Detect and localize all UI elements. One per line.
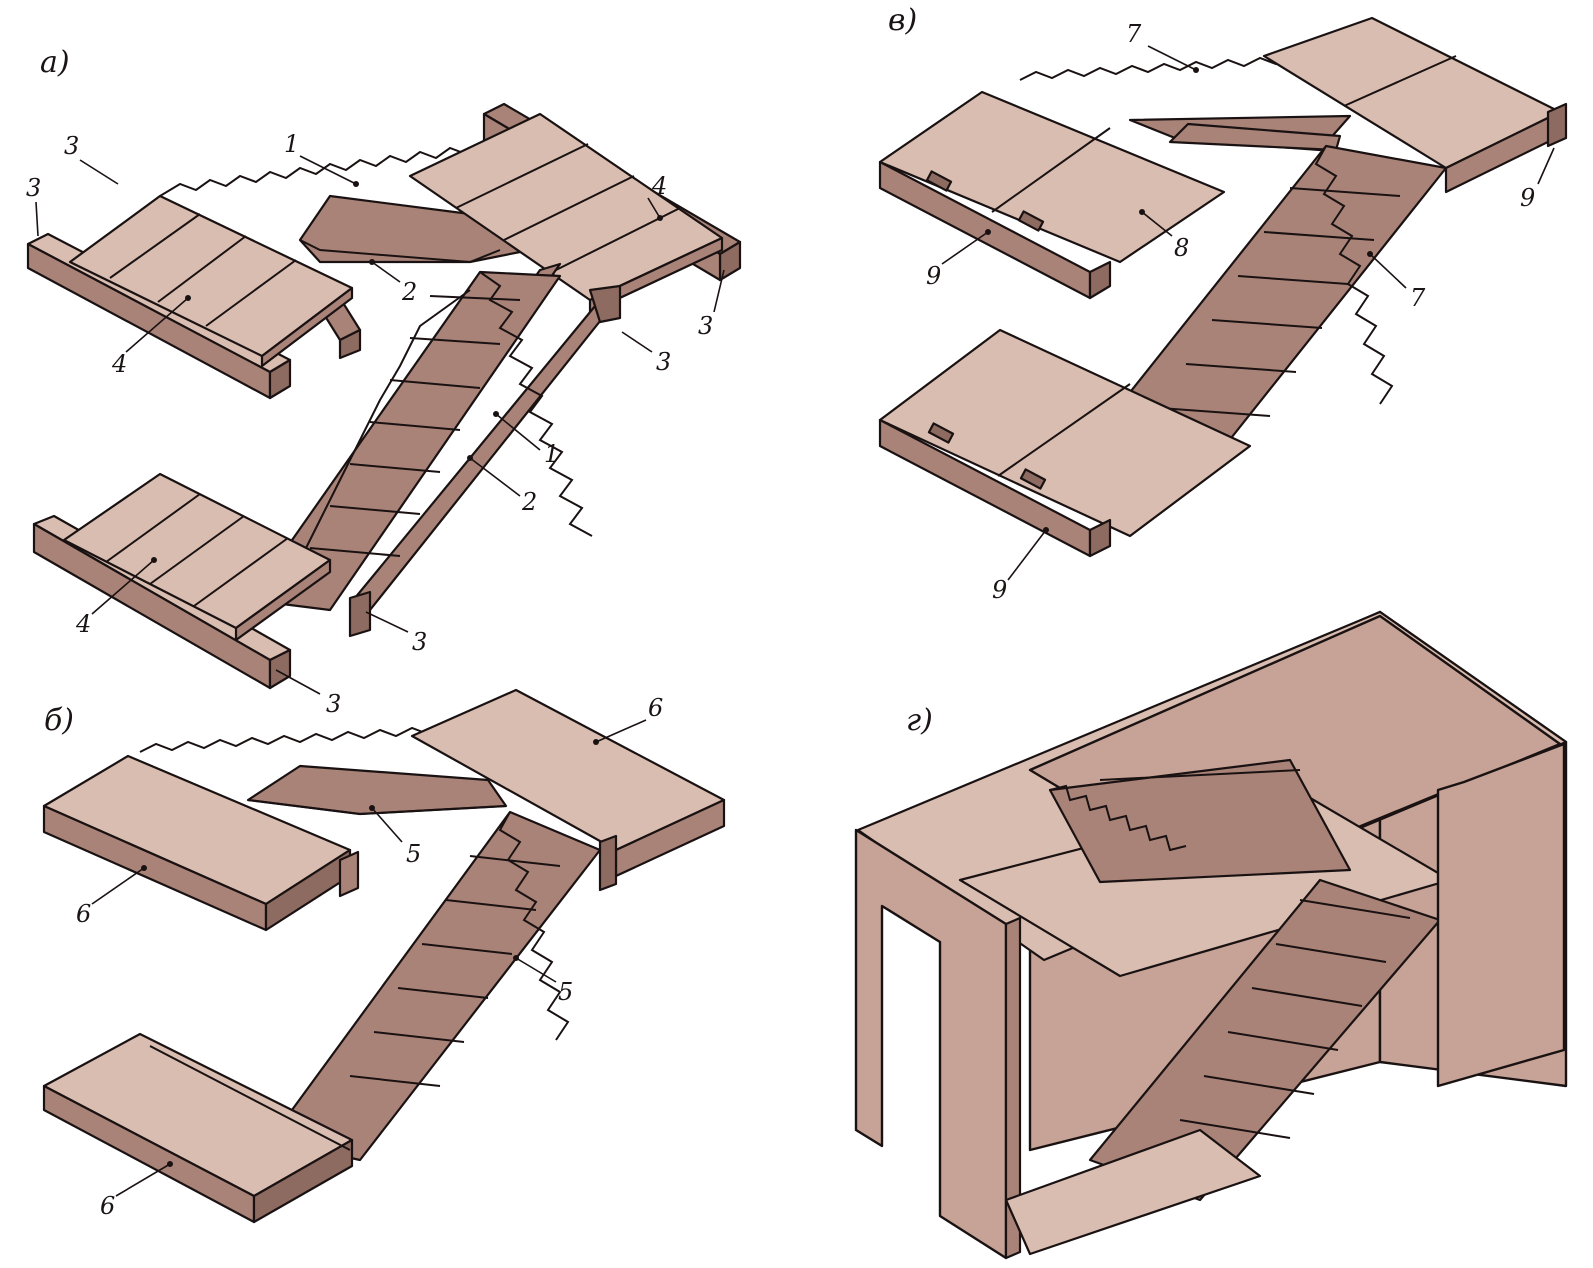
landing-slab-lower-b [42, 1032, 354, 1224]
callout-a-2-lower: 2 [521, 488, 537, 516]
landing-slab-upper-left-b [42, 754, 360, 932]
callout-v-9-right: 9 [1520, 184, 1535, 212]
panel-label-v: в) [888, 3, 917, 38]
callout-a-3-lowmid: 3 [412, 628, 427, 656]
callout-b-6-low: 6 [100, 1192, 115, 1220]
callout-a-2-upper: 2 [401, 278, 417, 306]
panel-label-a: а) [40, 45, 70, 80]
callout-b-5-upper: 5 [406, 840, 421, 868]
callout-a-3-tl2: 3 [26, 174, 41, 202]
landing-lower-a [32, 472, 372, 690]
callout-v-8: 8 [1174, 234, 1189, 262]
callouts-a: 1 1 2 2 3 3 3 3 3 3 4 4 4 [26, 130, 725, 718]
callout-b-6-upper: 6 [648, 694, 663, 722]
callout-a-3-tl1: 3 [64, 132, 79, 160]
right-front-wall [1436, 742, 1566, 1088]
callout-b-6-left: 6 [76, 900, 91, 928]
flight-lower-a [248, 270, 593, 612]
callout-a-1-lower: 1 [544, 440, 559, 468]
panel-b: б) [42, 688, 726, 1224]
landing-upper-left-v [878, 90, 1226, 300]
callout-b-5-lower: 5 [558, 978, 573, 1006]
left-wall-thickness [1004, 916, 1022, 1260]
callouts-b: 5 5 6 6 6 [76, 694, 663, 1220]
callout-v-9-left: 9 [926, 262, 941, 290]
callout-v-7-lower: 7 [1410, 284, 1426, 312]
flight-upper-g [1048, 758, 1352, 884]
flight-upper-v [1019, 54, 1352, 152]
flight-lower-b [268, 810, 602, 1162]
landing-slab-upper-right-b [410, 688, 726, 892]
callout-a-3-right: 3 [698, 312, 713, 340]
callout-a-4-left: 4 [111, 350, 127, 378]
callout-v-7-upper: 7 [1126, 20, 1142, 48]
panel-a: а) [26, 45, 742, 718]
flight-lower-v [1098, 144, 1448, 454]
flight-upper-a [159, 145, 522, 264]
landing-upper-right-v [1262, 16, 1568, 194]
panel-label-b: б) [44, 703, 74, 738]
callout-a-3-mid: 3 [656, 348, 671, 376]
callout-a-1-upper: 1 [284, 130, 299, 158]
callout-a-4-low: 4 [75, 610, 91, 638]
flight-lower-g [1088, 878, 1442, 1202]
callout-a-4-right: 4 [651, 172, 667, 200]
callout-a-3-low: 3 [326, 690, 341, 718]
landing-lower-v [878, 328, 1252, 558]
panel-g: г) [854, 610, 1568, 1260]
callouts-v: 7 7 8 9 9 9 [926, 20, 1555, 604]
panel-label-g: г) [906, 703, 933, 738]
panel-v: в) [878, 3, 1568, 604]
callout-v-9-low: 9 [992, 576, 1007, 604]
floor-slab [1004, 1128, 1262, 1256]
landing-slabs-upper-right [408, 102, 742, 314]
landing-slabs-upper-left [68, 194, 354, 368]
